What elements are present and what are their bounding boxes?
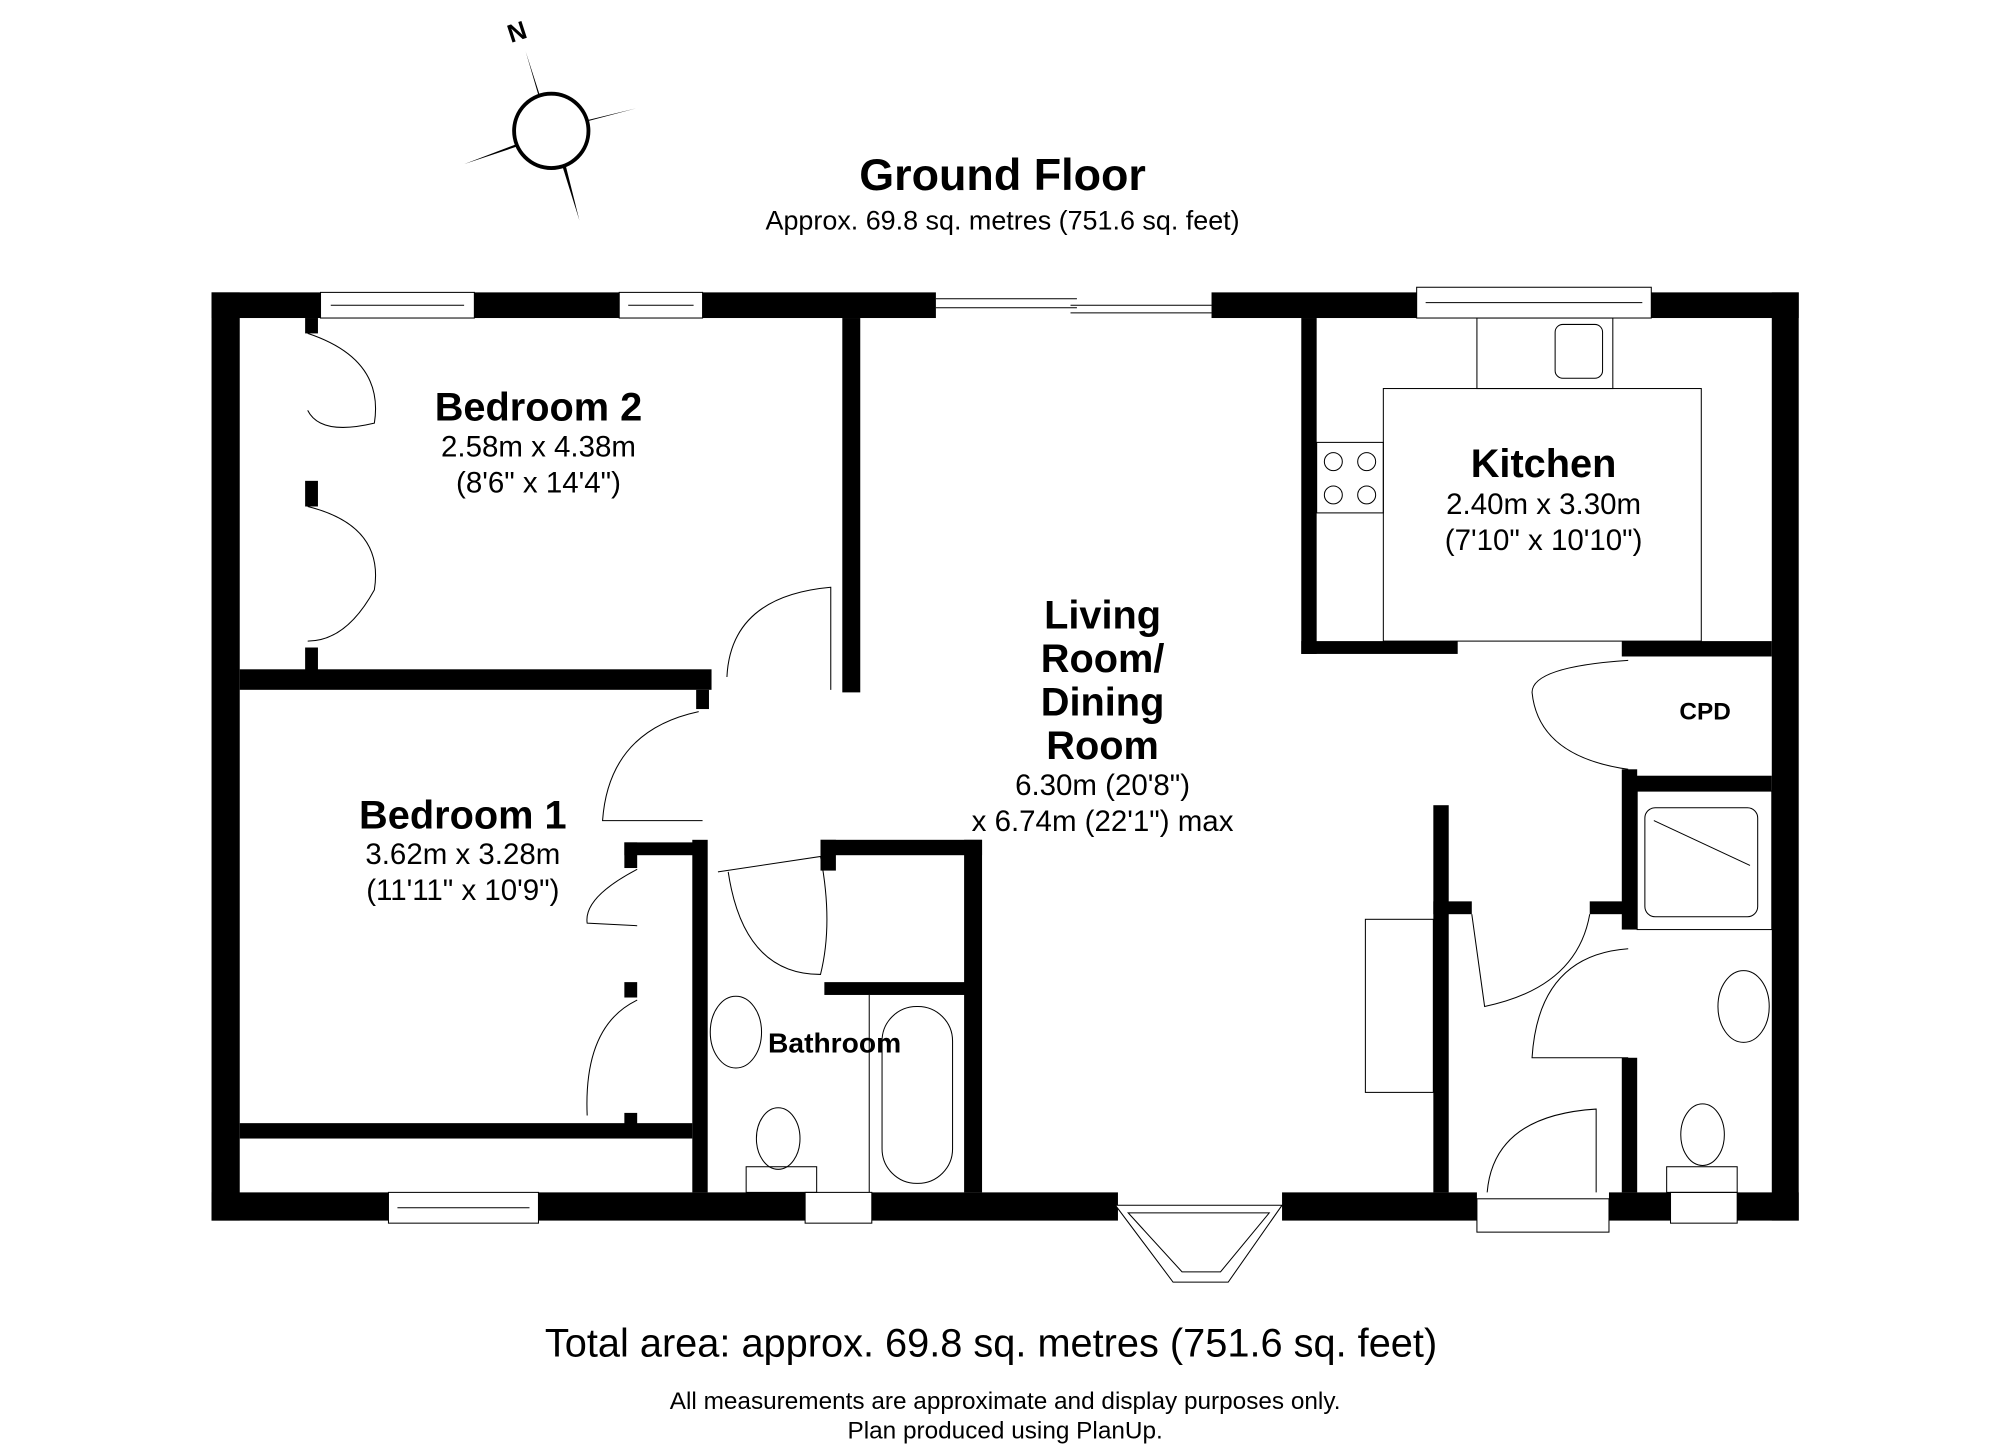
shower-icon — [1636, 790, 1773, 931]
walls — [211, 292, 1799, 1221]
disclaimer: All measurements are approximate and dis… — [670, 1388, 1341, 1415]
basin-icon — [709, 995, 763, 1069]
credit: Plan produced using PlanUp. — [847, 1418, 1162, 1445]
room-name-line: Room/ — [1041, 637, 1165, 681]
fixtures — [709, 317, 1773, 1193]
room-size-metric: 3.62m x 3.28m — [365, 838, 560, 871]
room-size-metric: 2.58m x 4.38m — [441, 430, 636, 463]
room-size-imperial: x 6.74m (22'1") max — [972, 805, 1234, 838]
toilet-icon — [1680, 1103, 1725, 1166]
room-size-imperial: (8'6" x 14'4") — [456, 466, 621, 499]
floor-area: Approx. 69.8 sq. metres (751.6 sq. feet) — [766, 206, 1240, 236]
room-name-line: Living — [1044, 593, 1161, 637]
room-kitchen: Kitchen 2.40m x 3.30m (7'10" x 10'10") — [1445, 442, 1643, 557]
room-size-metric: 6.30m (20'8") — [1015, 769, 1190, 802]
room-name: Kitchen — [1471, 442, 1617, 486]
room-name-line: Room — [1046, 724, 1159, 768]
kitchen-worktop — [1382, 388, 1702, 642]
room-size-imperial: (7'10" x 10'10") — [1445, 524, 1643, 557]
doors — [307, 332, 1629, 1193]
toilet-icon — [755, 1107, 801, 1170]
room-size-metric: 2.40m x 3.30m — [1446, 488, 1641, 521]
floor-title: Ground Floor — [859, 149, 1146, 200]
bath-icon — [881, 1005, 954, 1184]
basin-icon — [1717, 970, 1770, 1043]
room-name-line: Dining — [1041, 680, 1165, 724]
room-cpd: CPD — [1679, 698, 1730, 725]
room-bedroom-1: Bedroom 1 3.62m x 3.28m (11'11" x 10'9") — [359, 793, 567, 907]
total-area: Total area: approx. 69.8 sq. metres (751… — [545, 1321, 1437, 1365]
room-bedroom-2: Bedroom 2 2.58m x 4.38m (8'6" x 14'4") — [435, 386, 643, 500]
room-name: Bedroom 2 — [435, 386, 643, 430]
room-name: Bedroom 1 — [359, 793, 567, 837]
room-living-dining: Living Room/ Dining Room 6.30m (20'8") x… — [972, 593, 1234, 838]
compass-icon: N — [464, 16, 639, 221]
hob-icon — [1316, 441, 1384, 514]
windows — [320, 286, 1738, 1283]
room-size-imperial: (11'11" x 10'9") — [366, 874, 559, 907]
room-bathroom: Bathroom — [768, 1027, 901, 1059]
compass-north-label: N — [504, 16, 530, 48]
